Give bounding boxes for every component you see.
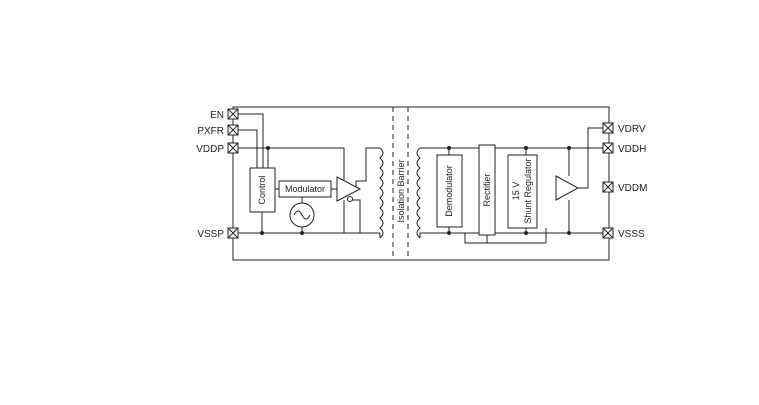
modulator-block xyxy=(278,180,332,198)
primary-wiring xyxy=(238,113,380,234)
pin-label-en: EN xyxy=(210,110,224,121)
junction-dot xyxy=(447,146,451,150)
sine-wave-icon xyxy=(293,210,311,220)
pin-vsss xyxy=(602,227,614,239)
demodulator-label: Demodulator xyxy=(444,165,454,217)
shunt-regulator-label-1: 15 V xyxy=(511,182,521,201)
pin-vssp xyxy=(227,227,239,239)
pin-label-vddp: VDDP xyxy=(196,144,224,155)
pin-label-vddh: VDDH xyxy=(618,144,646,155)
output-amplifier-icon xyxy=(555,175,580,201)
pin-label-vdrv: VDRV xyxy=(618,124,646,135)
junction-dot xyxy=(266,146,270,150)
driver-amplifier-icon xyxy=(336,176,362,202)
control-label: Control xyxy=(257,175,267,204)
pin-en xyxy=(227,108,239,120)
pin-vddp xyxy=(227,142,239,154)
isolation-barrier-label: Isolation Barrier xyxy=(396,159,406,222)
rectifier-block xyxy=(478,144,496,236)
pin-vdrv xyxy=(602,122,614,134)
pin-label-vssp: VSSP xyxy=(197,229,224,240)
junction-dot xyxy=(260,231,264,235)
junction-dot xyxy=(567,146,571,150)
junction-dot xyxy=(524,146,528,150)
junction-dot xyxy=(524,231,528,235)
junction-dot xyxy=(447,231,451,235)
rectifier-label: Rectifier xyxy=(482,173,492,206)
junction-dot xyxy=(300,231,304,235)
inverter-bubble-icon xyxy=(347,196,353,202)
primary-coil-icon xyxy=(379,147,384,239)
pin-label-vsss: VSSS xyxy=(618,229,645,240)
demodulator-block xyxy=(436,154,463,228)
pin-label-pxfr: PXFR xyxy=(197,126,224,137)
shunt-regulator-block xyxy=(507,154,538,229)
secondary-coil-icon xyxy=(416,147,421,239)
pin-label-vddm: VDDM xyxy=(618,183,647,194)
pin-pxfr xyxy=(227,124,239,136)
pin-vddh xyxy=(602,142,614,154)
pin-vddm xyxy=(602,181,614,193)
modulator-label: Modulator xyxy=(285,184,325,194)
shunt-regulator-label-2: Shunt Regulator xyxy=(523,158,533,223)
control-block xyxy=(249,167,276,213)
junction-dot xyxy=(567,231,571,235)
